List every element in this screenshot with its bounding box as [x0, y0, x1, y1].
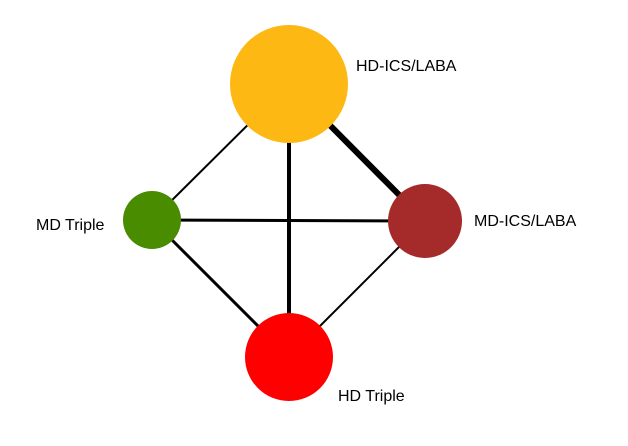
edge-md-triple-md-ics-laba — [151, 218, 426, 223]
label-md-ics-laba: MD-ICS/LABA — [474, 213, 577, 230]
node-hd-triple — [245, 313, 333, 401]
label-hd-ics-laba: HD-ICS/LABA — [356, 58, 457, 75]
label-md-triple: MD Triple — [36, 217, 105, 234]
node-hd-ics-laba — [230, 25, 348, 143]
node-md-ics-laba — [388, 184, 462, 258]
label-hd-triple: HD Triple — [338, 388, 405, 405]
node-md-triple — [123, 191, 181, 249]
